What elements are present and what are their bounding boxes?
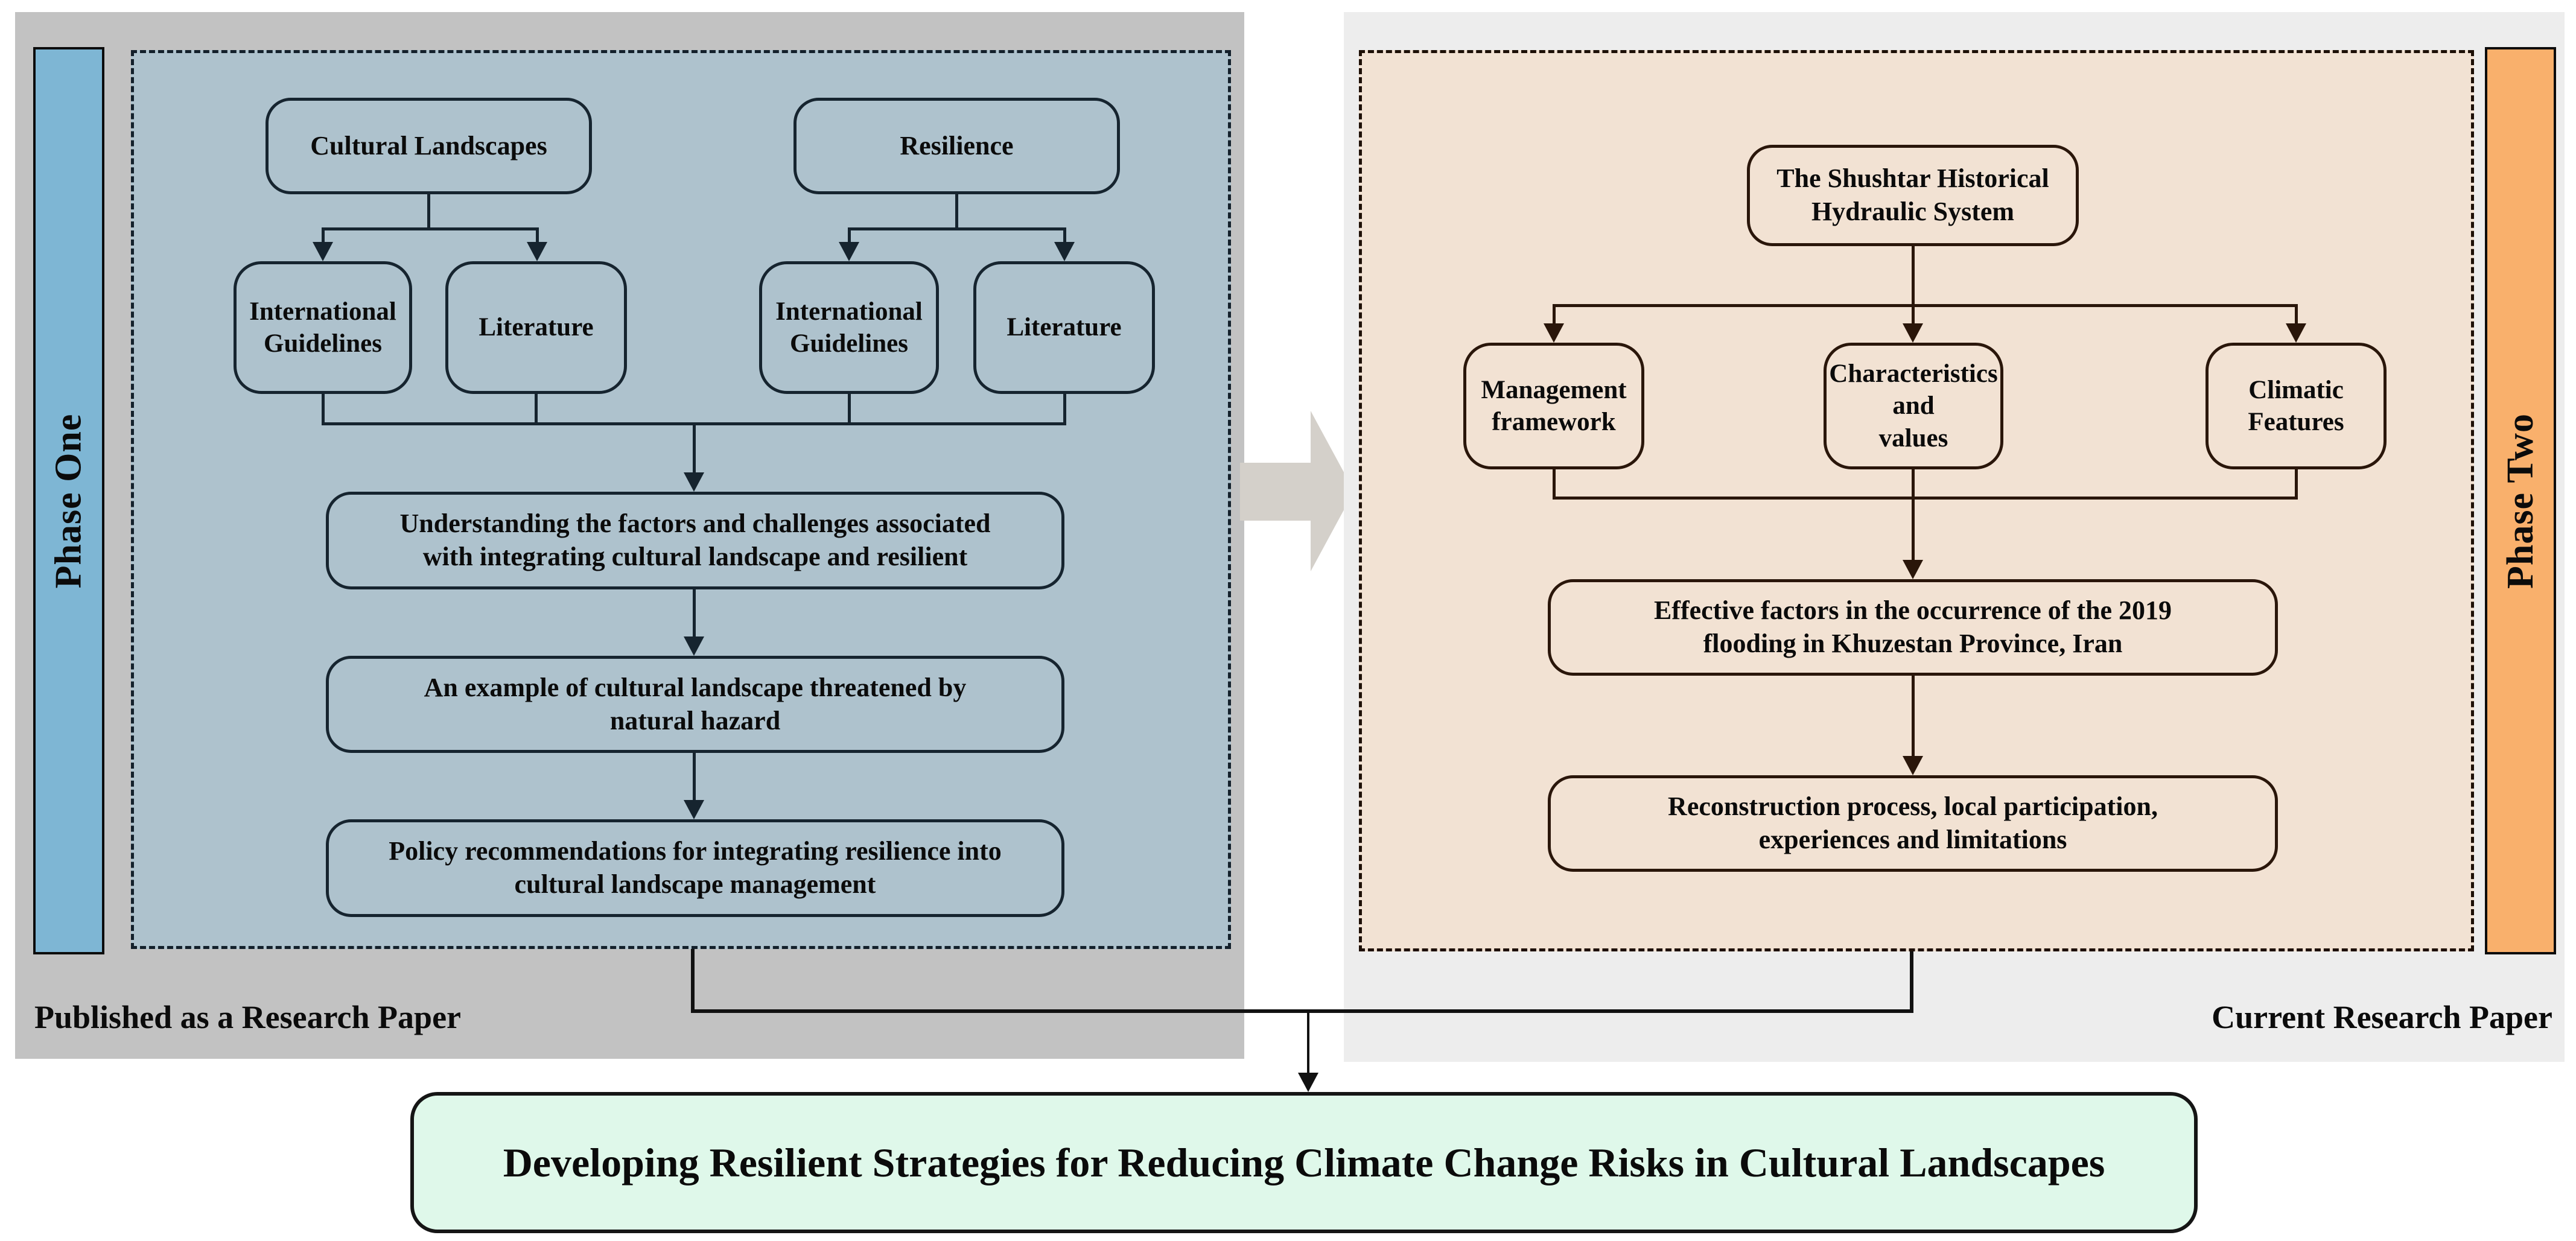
flow-line <box>427 194 430 229</box>
box-cultural-landscapes-label: Cultural Landscapes <box>310 130 547 160</box>
flow-line <box>955 194 958 229</box>
flow-line <box>693 589 696 638</box>
phase-two-band: Phase Two <box>2485 47 2556 954</box>
box-international-guidelines-2: International Guidelines <box>759 261 939 394</box>
box-understanding-factors: Understanding the factors and challenges… <box>326 492 1064 589</box>
box-understanding-factors-label: Understanding the factors and challenges… <box>399 509 991 571</box>
flow-line <box>848 227 851 244</box>
box-characteristics-values-label: Characteristics and values <box>1829 360 1998 452</box>
arrowhead-icon <box>1903 756 1923 775</box>
flow-line <box>536 227 539 244</box>
box-shushtar-system-label: The Shushtar Historical Hydraulic System <box>1776 163 2049 226</box>
flow-line <box>691 949 695 1013</box>
arrowhead-icon <box>2286 323 2306 343</box>
flow-line <box>1553 469 1556 500</box>
arrowhead-icon <box>1544 323 1564 343</box>
flow-line <box>322 394 325 425</box>
flow-line <box>1307 1013 1309 1075</box>
box-climatic-features-label: Climatic Features <box>2248 375 2344 436</box>
flow-line <box>322 227 539 230</box>
arrowhead-icon <box>1903 323 1923 343</box>
flow-line <box>848 227 1066 230</box>
box-climatic-features: Climatic Features <box>2206 343 2387 469</box>
arrowhead-icon <box>684 472 704 492</box>
box-shushtar-system: The Shushtar Historical Hydraulic System <box>1747 145 2079 246</box>
box-literature-2: Literature <box>973 261 1155 394</box>
phase-one-label: Phase One <box>48 413 89 588</box>
box-literature-2-label: Literature <box>1007 313 1122 342</box>
box-reconstruction-process: Reconstruction process, local participat… <box>1548 775 2278 872</box>
box-cultural-landscapes: Cultural Landscapes <box>266 98 592 194</box>
box-resilience: Resilience <box>793 98 1120 194</box>
flow-line <box>535 394 538 425</box>
arrowhead-icon <box>684 636 704 656</box>
box-characteristics-values: Characteristics and values <box>1824 343 2003 469</box>
flow-line <box>1912 469 1915 561</box>
flow-line <box>693 753 696 801</box>
flow-line <box>1912 676 1915 759</box>
flow-line <box>691 1009 1913 1013</box>
arrowhead-icon <box>1054 242 1075 261</box>
flow-line <box>1063 227 1066 244</box>
flow-line <box>693 422 696 474</box>
arrowhead-icon <box>313 242 333 261</box>
flow-line <box>322 227 325 244</box>
box-effective-factors-label: Effective factors in the occurrence of t… <box>1653 595 2172 658</box>
caption-current-paper: Current Research Paper <box>2212 999 2552 1035</box>
outcome-box: Developing Resilient Strategies for Redu… <box>410 1092 2198 1233</box>
arrowhead-icon <box>527 242 547 261</box>
arrowhead-icon <box>684 800 704 819</box>
box-management-framework-label: Management framework <box>1481 375 1627 436</box>
caption-published-paper: Published as a Research Paper <box>34 999 462 1035</box>
box-reconstruction-process-label: Reconstruction process, local participat… <box>1668 792 2158 854</box>
box-literature-1-label: Literature <box>479 313 594 342</box>
box-management-framework: Management framework <box>1463 343 1644 469</box>
flow-line <box>1910 951 1913 1013</box>
box-literature-1: Literature <box>445 261 627 394</box>
flow-line <box>1063 394 1066 425</box>
arrowhead-icon <box>839 242 859 261</box>
box-resilience-label: Resilience <box>900 130 1014 160</box>
box-international-guidelines-1-label: International Guidelines <box>249 297 396 358</box>
flow-line <box>1553 304 2298 307</box>
phase-one-band: Phase One <box>33 47 104 954</box>
flow-line <box>1912 246 1915 306</box>
flow-line <box>1553 497 2298 500</box>
box-policy-recommendations: Policy recommendations for integrating r… <box>326 819 1064 917</box>
flow-line <box>1553 304 1556 323</box>
phase-two-label: Phase Two <box>2499 413 2541 589</box>
flow-line <box>1912 304 1915 323</box>
outcome-title: Developing Resilient Strategies for Redu… <box>503 1139 2105 1185</box>
box-effective-factors: Effective factors in the occurrence of t… <box>1548 579 2278 676</box>
flow-line <box>2295 469 2298 500</box>
phase-transition-arrow-icon <box>1240 463 1311 521</box>
box-international-guidelines-2-label: International Guidelines <box>775 297 923 358</box>
box-example-cultural-landscape: An example of cultural landscape threate… <box>326 656 1064 753</box>
arrowhead-icon <box>1298 1073 1318 1092</box>
box-policy-recommendations-label: Policy recommendations for integrating r… <box>389 836 1002 899</box>
box-example-cultural-landscape-label: An example of cultural landscape threate… <box>424 672 967 735</box>
phase-two-inner-panel <box>1359 50 2474 951</box>
arrowhead-icon <box>1903 560 1923 579</box>
flow-line <box>848 394 851 425</box>
box-international-guidelines-1: International Guidelines <box>234 261 412 394</box>
flow-line <box>2295 304 2298 323</box>
